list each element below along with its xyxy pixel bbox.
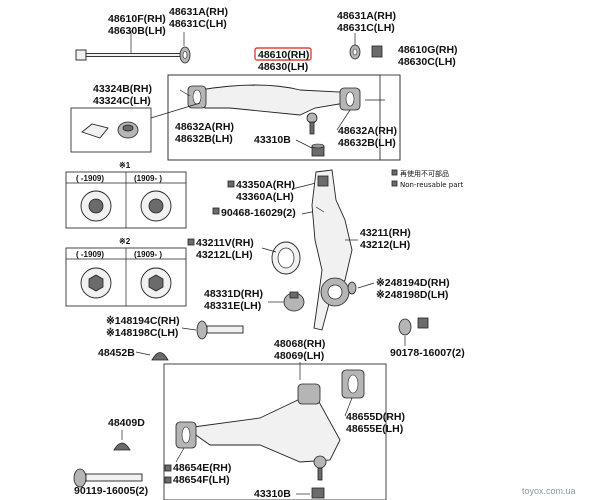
label-48331D: 48331D(RH) [204, 288, 263, 300]
label-48630: 48630(LH) [258, 61, 308, 73]
lower-arm-box [163, 363, 387, 500]
highlight-48610 [254, 47, 312, 61]
nut-48610G[interactable] [371, 45, 383, 58]
label-48331E: 48331E(LH) [204, 300, 261, 312]
cam-plate-old-2[interactable] [80, 267, 112, 299]
label-48631A-right: 48631A(RH) [337, 10, 396, 22]
bullet-48654E [164, 464, 172, 472]
dust-deflector-43211V[interactable] [271, 241, 301, 275]
label-48632B-left: 48632B(LH) [175, 133, 233, 145]
cam-plate-48452B[interactable] [151, 352, 169, 361]
non-reusable-bullet-jp [391, 169, 398, 176]
label-48452B: 48452B [98, 347, 135, 359]
label-48655E: 48655E(LH) [346, 423, 403, 435]
cam-bolt-90119[interactable] [73, 468, 143, 488]
bullet-43211V [187, 238, 195, 246]
cam-bolt-new-1[interactable] [140, 190, 172, 222]
label-48198D: ※248198D(LH) [376, 289, 448, 301]
label-43211: 43211(RH) [360, 227, 411, 239]
label-48069: 48069(LH) [274, 350, 324, 362]
range-1a: ( -1909) [76, 174, 104, 183]
label-90178: 90178-16007(2) [390, 347, 465, 359]
note-reuse-en: Non-reusable part [400, 181, 463, 189]
bullet-90468 [212, 207, 220, 215]
bushing-43324B[interactable] [81, 121, 139, 139]
label-43310B-bottom: 43310B [254, 488, 291, 500]
label-43360A: 43360A(LH) [236, 191, 294, 203]
label-48068: 48068(RH) [274, 338, 325, 350]
label-48409D: 48409D [108, 417, 145, 429]
mark-2: ※2 [119, 237, 131, 246]
nut-43310B-top[interactable] [311, 143, 325, 157]
steering-knuckle-43211[interactable] [311, 169, 353, 331]
label-48194C: ※148194C(RH) [106, 315, 180, 327]
watermark: toyox.com.ua [522, 486, 576, 496]
cam-48194D[interactable] [347, 281, 357, 295]
bushing-48655D[interactable] [341, 369, 365, 399]
bullet-43350A [227, 180, 235, 188]
label-43310B-top: 43310B [254, 134, 291, 146]
label-48655D: 48655D(RH) [346, 411, 405, 423]
label-43324C: 43324C(LH) [93, 95, 151, 107]
cam-bolt-48194C[interactable] [196, 320, 244, 340]
stopper-48331D[interactable] [283, 291, 305, 312]
label-48631C-right: 48631C(LH) [337, 22, 395, 34]
lower-control-arm[interactable] [175, 383, 341, 481]
mark-1: ※1 [119, 161, 131, 170]
label-48610: 48610(RH) [258, 49, 309, 61]
washer-48631A-top[interactable] [179, 46, 191, 64]
nut-43310B-bottom[interactable] [311, 487, 325, 499]
label-48610F: 48610F(RH) [108, 13, 166, 25]
label-43212L: 43212L(LH) [196, 249, 253, 261]
label-90468: 90468-16029(2) [221, 207, 296, 219]
washer-90178[interactable] [398, 317, 429, 336]
label-48654E: 48654E(RH) [173, 462, 231, 474]
label-48632A-left: 48632A(RH) [175, 121, 234, 133]
non-reusable-bullet-en [391, 180, 398, 187]
range-1b: (1909- ) [134, 174, 162, 183]
label-48632A-right: 48632A(RH) [338, 125, 397, 137]
long-bolt-48610F[interactable] [75, 49, 183, 61]
note-reuse-jp: 再使用不可部品 [400, 169, 449, 178]
cam-plate-new-2[interactable] [140, 267, 172, 299]
cam-plate-48409D[interactable] [113, 442, 131, 451]
label-48610G: 48610G(RH) [398, 44, 458, 56]
label-43212: 43212(LH) [360, 239, 410, 251]
label-48630B: 48630B(LH) [108, 25, 166, 37]
cam-bolt-old-1[interactable] [80, 190, 112, 222]
clip-90468[interactable] [315, 206, 325, 213]
label-48631C-top: 48631C(LH) [169, 18, 227, 30]
label-48631A-top: 48631A(RH) [169, 6, 228, 18]
label-48632B-right: 48632B(LH) [338, 137, 396, 149]
label-48630C: 48630C(LH) [398, 56, 456, 68]
label-43350A: 43350A(RH) [236, 179, 295, 191]
label-43324B: 43324B(RH) [93, 83, 152, 95]
range-2b: (1909- ) [134, 250, 162, 259]
label-43211V: 43211V(RH) [196, 237, 254, 249]
bullet-48654F [164, 476, 172, 484]
label-48194D: ※248194D(RH) [376, 277, 450, 289]
washer-48631A-right[interactable] [349, 44, 361, 60]
range-2a: ( -1909) [76, 250, 104, 259]
label-48654F: 48654F(LH) [173, 474, 230, 486]
label-90119: 90119-16005(2) [74, 485, 148, 497]
label-48198C: ※148198C(LH) [106, 327, 178, 339]
inset-box-43324B [70, 107, 152, 153]
upper-control-arm[interactable] [187, 84, 361, 135]
